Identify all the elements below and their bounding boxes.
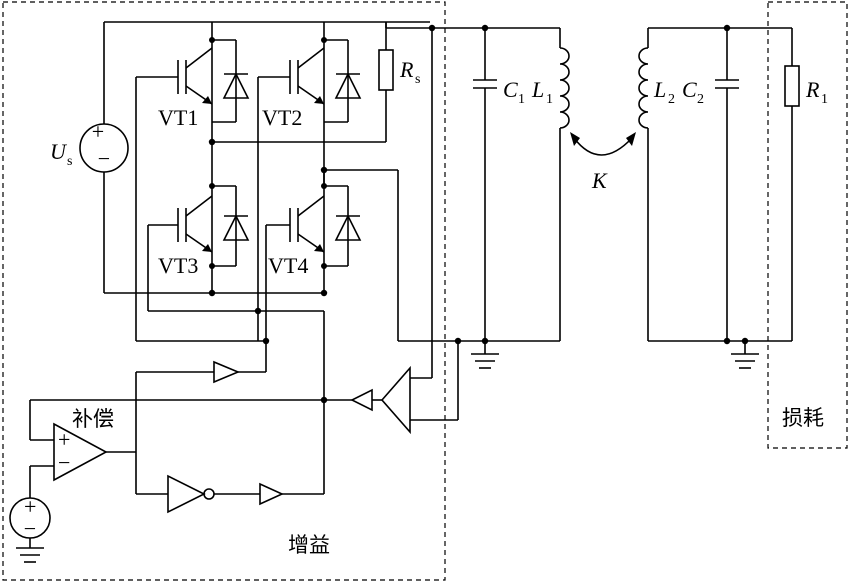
ground-secondary [731, 341, 759, 369]
loss-region-box [767, 1, 848, 449]
us-plus-sign: + [92, 119, 104, 144]
l2-label: L [653, 77, 666, 102]
gate-buffer-upper [136, 360, 266, 384]
us-minus-sign: − [98, 146, 110, 171]
vt4-label: VT4 [268, 253, 308, 278]
c2-label: C [682, 77, 697, 102]
l1-subscript: 1 [546, 92, 553, 107]
rs-label: R [399, 57, 414, 82]
reference-source: + − [9, 494, 51, 563]
l2-subscript: 2 [668, 92, 675, 107]
coupling-arrow-k [570, 132, 636, 156]
c1-label: C [503, 77, 518, 102]
c2-subscript: 2 [697, 92, 704, 107]
inverter-gate [136, 474, 260, 514]
r1-label: R [805, 77, 820, 102]
us-label: U [50, 139, 68, 164]
gate-buffer-lower [259, 482, 324, 506]
compensation-label: 补偿 [72, 407, 114, 431]
resistor-r1 [784, 28, 800, 341]
ref-plus-sign: + [24, 494, 36, 519]
igbt-vt4 [266, 183, 362, 269]
gain-label: 增益 [288, 533, 330, 557]
vt3-label: VT3 [158, 253, 198, 278]
resistor-rs [378, 22, 394, 142]
k-label: K [591, 168, 608, 193]
vt2-label: VT2 [262, 105, 302, 130]
igbt-vt1 [136, 37, 250, 123]
inductor-l1 [559, 28, 570, 341]
us-subscript: s [67, 154, 72, 169]
capacitor-c1 [473, 28, 497, 341]
comparator-opamp: + − [53, 422, 136, 482]
opamp-plus-sign: + [58, 427, 70, 452]
vt1-label: VT1 [158, 105, 198, 130]
r1-subscript: 1 [821, 92, 828, 107]
igbt-vt3 [148, 183, 250, 269]
ground-primary [471, 341, 499, 369]
gain-region-box [2, 1, 446, 581]
l1-label: L [531, 77, 544, 102]
ref-minus-sign: − [24, 516, 36, 541]
capacitor-c2 [715, 28, 739, 341]
igbt-vt2 [258, 37, 362, 123]
rs-subscript: s [415, 72, 420, 87]
c1-subscript: 1 [518, 92, 525, 107]
inductor-l2 [638, 28, 649, 341]
feedback-buffer [350, 388, 382, 412]
loss-label: 损耗 [782, 406, 824, 430]
opamp-minus-sign: − [58, 450, 70, 475]
differential-sense-amp [380, 365, 458, 435]
dc-source-us: + − [79, 22, 129, 293]
